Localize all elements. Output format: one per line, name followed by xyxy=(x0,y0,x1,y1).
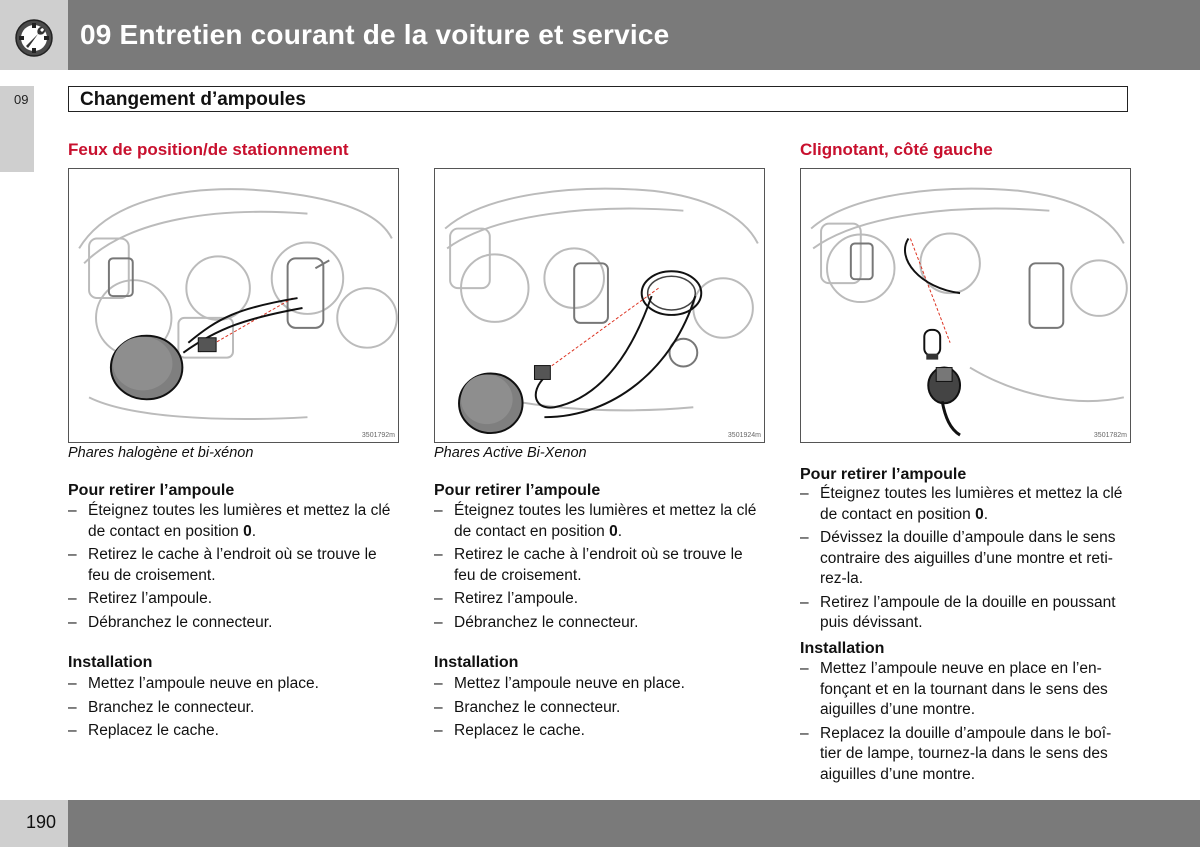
list-item: Mettez l’ampoule neuve en place. xyxy=(434,674,766,695)
section-box xyxy=(68,86,1128,112)
list-item: Retirez le cache à l’endroit où se trouv… xyxy=(434,545,766,586)
step-text: Éteignez toutes les lumières et mettez l… xyxy=(88,502,391,540)
headlamp-illustration-2 xyxy=(444,187,759,435)
figure-code: 3501792m xyxy=(361,432,395,439)
list-item: Mettez l’ampoule neuve en place en l’en-… xyxy=(800,659,1132,721)
col2-remove-list: Éteignez toutes les lumières et mettez l… xyxy=(434,501,766,636)
headlamp-illustration-3 xyxy=(810,187,1128,437)
step-text: Replacez le cache. xyxy=(88,722,219,739)
figure-turn-signal-left: 3501782m xyxy=(800,168,1131,443)
col3-heading: Clignotant, côté gauche xyxy=(800,140,993,159)
step-text: Éteignez toutes les lumières et mettez l… xyxy=(820,485,1123,523)
figure-code: 3501782m xyxy=(1093,432,1127,439)
col2-install-list: Mettez l’ampoule neuve en place. Branche… xyxy=(434,674,766,745)
section-title: Changement d’ampoules xyxy=(80,89,306,110)
step-text: Branchez le connecteur. xyxy=(88,698,255,716)
list-item: Éteignez toutes les lumières et mettez l… xyxy=(68,501,400,542)
wrench-gear-icon xyxy=(14,18,54,58)
list-item: Débranchez le connecteur. xyxy=(434,613,766,634)
list-item: Éteignez toutes les lumières et mettez l… xyxy=(434,501,766,542)
col2-install-heading: Installation xyxy=(434,654,519,671)
col1-install-list: Mettez l’ampoule neuve en place. Branche… xyxy=(68,674,400,745)
step-text: Replacez le cache. xyxy=(454,722,585,739)
chapter-title: 09 Entretien courant de la voiture et se… xyxy=(80,19,670,50)
list-item: Replacez le cache. xyxy=(434,721,766,742)
step-text: Mettez l’ampoule neuve en place en l’en-… xyxy=(820,660,1108,718)
step-text: Retirez le cache à l’endroit où se trouv… xyxy=(454,546,743,584)
step-text: Replacez la douille d’ampoule dans le bo… xyxy=(820,724,1112,783)
key-position-value: 0 xyxy=(609,522,618,540)
header-bar xyxy=(0,0,1200,70)
figure-active-bi-xenon: 3501924m xyxy=(434,168,765,443)
key-position-value: 0 xyxy=(975,505,984,523)
list-item: Éteignez toutes les lumières et mettez l… xyxy=(800,484,1132,525)
list-item: Retirez le cache à l’endroit où se trouv… xyxy=(68,545,400,586)
list-item: Débranchez le connecteur. xyxy=(68,613,400,634)
key-position-value: 0 xyxy=(243,522,252,540)
list-item: Branchez le connecteur. xyxy=(434,698,766,719)
chapter-tab xyxy=(0,86,34,172)
step-text: Retirez l’ampoule. xyxy=(454,590,579,607)
list-item: Retirez l’ampoule de la douille en pouss… xyxy=(800,593,1132,634)
col1-install-heading: Installation xyxy=(68,654,153,671)
headlamp-illustration-1 xyxy=(78,188,398,420)
figure-halogen-xenon: 3501792m xyxy=(68,168,399,443)
col2-remove-heading: Pour retirer l’ampoule xyxy=(434,482,601,499)
col1-caption: Phares halogène et bi-xénon xyxy=(68,445,254,461)
step-text: Mettez l’ampoule neuve en place. xyxy=(88,675,319,692)
col3-install-list: Mettez l’ampoule neuve en place en l’en-… xyxy=(800,659,1132,788)
list-item: Retirez l’ampoule. xyxy=(68,589,400,610)
list-item: Retirez l’ampoule. xyxy=(434,589,766,610)
col3-remove-heading: Pour retirer l’ampoule xyxy=(800,466,967,483)
list-item: Replacez la douille d’ampoule dans le bo… xyxy=(800,724,1132,786)
step-text: Débranchez le connecteur. xyxy=(454,613,639,631)
footer-page-panel xyxy=(0,800,68,847)
col1-heading: Feux de position/de stationnement xyxy=(68,140,349,159)
col1-remove-heading: Pour retirer l’ampoule xyxy=(68,482,235,499)
list-item: Branchez le connecteur. xyxy=(68,698,400,719)
col2-caption: Phares Active Bi-Xenon xyxy=(434,445,587,461)
step-text: Dévissez la douille d’ampoule dans le se… xyxy=(820,529,1116,587)
step-text: Branchez le connecteur. xyxy=(454,698,621,716)
list-item: Dévissez la douille d’ampoule dans le se… xyxy=(800,528,1132,590)
page-number: 190 xyxy=(26,812,57,832)
chapter-tab-label: 09 xyxy=(14,92,29,107)
figure-code: 3501924m xyxy=(727,432,761,439)
step-text: Retirez le cache à l’endroit où se trouv… xyxy=(88,546,377,584)
col3-remove-list: Éteignez toutes les lumières et mettez l… xyxy=(800,484,1132,637)
footer-bar xyxy=(0,800,1200,847)
col1-remove-list: Éteignez toutes les lumières et mettez l… xyxy=(68,501,400,636)
step-text: Retirez l’ampoule. xyxy=(88,590,213,607)
col3-install-heading: Installation xyxy=(800,640,885,657)
step-text: Mettez l’ampoule neuve en place. xyxy=(454,675,685,692)
step-text: Éteignez toutes les lumières et mettez l… xyxy=(454,502,757,540)
list-item: Replacez le cache. xyxy=(68,721,400,742)
step-text: Retirez l’ampoule de la douille en pouss… xyxy=(820,593,1116,632)
list-item: Mettez l’ampoule neuve en place. xyxy=(68,674,400,695)
step-text: Débranchez le connecteur. xyxy=(88,613,273,631)
